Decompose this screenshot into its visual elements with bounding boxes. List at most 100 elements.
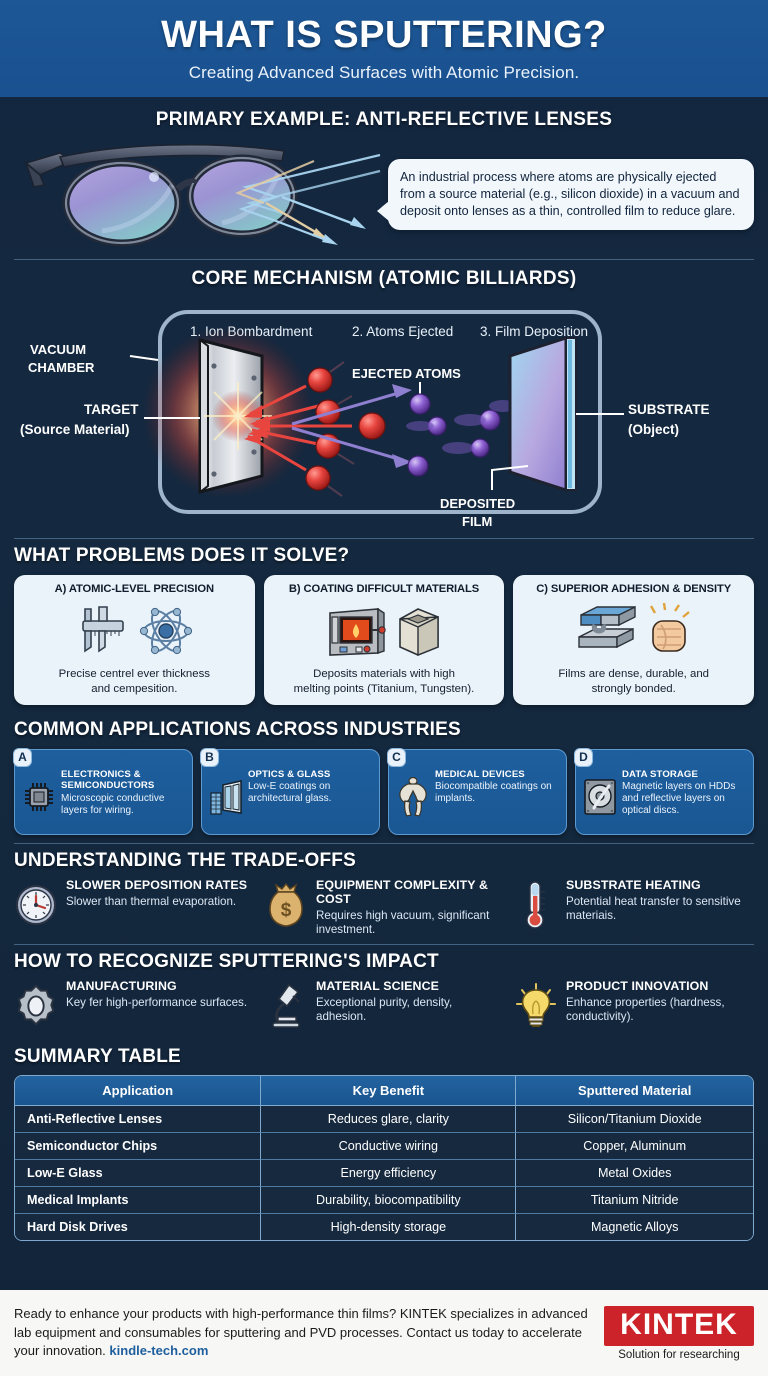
problem-card-b: B) COATING DIFFICULT MATERIALS <box>263 574 505 705</box>
tradeoff-body-3: Potential heat transfer to sensitive mat… <box>566 894 741 922</box>
table-cell-benefit: High-density storage <box>261 1214 517 1241</box>
summary-table-section: SUMMARY TABLE Application Key Benefit Sp… <box>0 1040 768 1251</box>
table-row: Anti-Reflective Lenses Reduces glare, cl… <box>15 1106 753 1134</box>
application-badge-a: A <box>13 747 32 767</box>
page-title: WHAT IS SPUTTERING? <box>161 14 607 56</box>
divider-3 <box>14 842 754 844</box>
gear-icon <box>14 980 58 1032</box>
divider-2 <box>14 537 754 539</box>
problems-title: WHAT PROBLEMS DOES IT SOLVE? <box>14 544 350 566</box>
footer-website-link[interactable]: kindle-tech.com <box>109 1343 209 1359</box>
table-header-row: Application Key Benefit Sputtered Materi… <box>15 1076 753 1107</box>
impact-item-3: PRODUCT INNOVATION Enhance properties (h… <box>514 980 754 1032</box>
divider-4 <box>14 944 754 946</box>
application-heading-b: OPTICS & GLASS <box>248 768 331 780</box>
primary-example-callout: An industrial process where atoms are ph… <box>377 159 754 231</box>
application-card-d[interactable]: D DATA STORAGE Magnetic layers on HDDs a… <box>574 747 754 835</box>
impact-item-1: MANUFACTURING Key fer high-performance s… <box>14 980 254 1032</box>
core-mechanism-section: CORE MECHANISM (ATOMIC BILLIARDS) <box>0 260 768 538</box>
label-substrate: SUBSTRATE <box>628 402 710 417</box>
furnace-icon <box>329 607 386 656</box>
table-col-key-benefit: Key Benefit <box>261 1076 517 1107</box>
impact-body-2: Exceptional purity, density, adhesion. <box>316 996 453 1024</box>
tradeoffs-section: UNDERSTANDING THE TRADE-OFFS <box>0 844 768 945</box>
svg-text:CHAMBER: CHAMBER <box>28 360 95 375</box>
label-target: TARGET <box>84 402 139 417</box>
label-ejected-atoms: EJECTED ATOMS <box>352 366 461 381</box>
applications-title: COMMON APPLICATIONS ACROSS INDUSTRIES <box>14 718 461 740</box>
footer-cta-text: Ready to enhance your products with high… <box>14 1306 588 1359</box>
application-heading-c: MEDICAL DEVICES <box>435 768 525 780</box>
table-row: Semiconductor Chips Conductive wiring Co… <box>15 1133 753 1161</box>
table-cell-benefit: Energy efficiency <box>261 1160 517 1188</box>
step-label-2: 2. Atoms Ejected <box>352 324 453 339</box>
table-cell-application: Medical Implants <box>15 1187 262 1215</box>
fist-icon <box>649 603 690 652</box>
tradeoff-body-1: Slower than thermal evaporation. <box>66 894 237 908</box>
step-label-3: 3. Film Deposition <box>480 324 588 339</box>
svg-text:FILM: FILM <box>462 514 492 529</box>
application-body-d: Magnetic layers on HDDs and reflective l… <box>622 781 736 817</box>
tradeoff-body-2: Requires high vacuum, significant invest… <box>316 908 490 936</box>
summary-table-title: SUMMARY TABLE <box>14 1046 181 1068</box>
tradeoff-heading-2: EQUIPMENT COMPLEXITY & COST <box>316 877 489 906</box>
kintek-logo-name: KINTEK <box>604 1305 754 1346</box>
application-heading-a: ELECTRONICS & SEMICONDUCTORS <box>61 768 155 792</box>
tradeoff-item-1: SLOWER DEPOSITION RATES Slower than ther… <box>14 878 254 937</box>
problem-card-a: A) ATOMIC-LEVEL PRECISION <box>14 574 255 705</box>
problem-card-a-heading: A) ATOMIC-LEVEL PRECISION <box>54 582 214 595</box>
ion-particles <box>305 361 386 497</box>
impact-section: HOW TO RECOGNIZE SPUTTERING'S IMPACT MAN… <box>0 945 768 1040</box>
core-mechanism-diagram: 1. Ion Bombardment 2. Atoms Ejected 3. F… <box>0 294 768 534</box>
tradeoff-heading-3: SUBSTRATE HEATING <box>566 877 701 892</box>
table-cell-application: Semiconductor Chips <box>15 1133 262 1161</box>
impact-heading-1: MANUFACTURING <box>66 979 177 994</box>
table-cell-material: Metal Oxides <box>516 1160 753 1188</box>
problems-section: WHAT PROBLEMS DOES IT SOLVE? A) ATOMIC-L… <box>0 539 768 713</box>
svg-text:(Object): (Object) <box>628 422 679 437</box>
table-cell-benefit: Conductive wiring <box>261 1133 517 1161</box>
table-cell-application: Hard Disk Drives <box>15 1214 262 1241</box>
summary-table: Application Key Benefit Sputtered Materi… <box>14 1075 754 1242</box>
problem-card-c-heading: C) SUPERIOR ADHESION & DENSITY <box>536 582 732 595</box>
application-heading-d: DATA STORAGE <box>622 768 698 780</box>
glass-building-icon <box>209 758 243 826</box>
application-badge-b: B <box>200 747 219 767</box>
atom-icon <box>140 608 193 655</box>
table-row: Low-E Glass Energy efficiency Metal Oxid… <box>15 1160 753 1188</box>
hard-disk-icon <box>583 758 617 826</box>
application-card-c[interactable]: C MEDICAL DEVICES Biocompatible coatings… <box>387 747 567 835</box>
eyeglasses-illustration <box>14 141 382 249</box>
bonded-layers-icon <box>577 606 636 649</box>
impact-item-2: MATERIAL SCIENCE Exceptional purity, den… <box>264 980 504 1032</box>
crucible-icon <box>399 608 439 657</box>
application-body-a: Microscopic conductive layers for wiring… <box>61 792 165 816</box>
clock-icon <box>14 879 58 931</box>
problem-card-b-body: Deposits materials with high melting poi… <box>293 668 475 695</box>
tradeoffs-title: UNDERSTANDING THE TRADE-OFFS <box>14 849 356 871</box>
impact-body-1: Key fer high-performance surfaces. <box>66 996 248 1010</box>
tradeoff-item-3: SUBSTRATE HEATING Potential heat transfe… <box>514 877 754 937</box>
problem-card-a-body: Precise centrel ever thickness and cempe… <box>58 668 210 695</box>
primary-example-section: PRIMARY EXAMPLE: ANTI-REFLECTIVE LENSES <box>0 97 768 259</box>
kintek-logo-tagline: Solution for researching <box>618 1348 740 1361</box>
table-cell-benefit: Reduces glare, clarity <box>261 1106 517 1134</box>
table-row: Hard Disk Drives High-density storage Ma… <box>15 1214 753 1241</box>
label-deposited-film: DEPOSITED <box>440 496 515 511</box>
impact-heading-2: MATERIAL SCIENCE <box>316 979 439 994</box>
microscope-icon <box>264 980 308 1032</box>
table-cell-application: Low-E Glass <box>15 1160 262 1188</box>
table-cell-material: Copper, Aluminum <box>516 1133 753 1161</box>
thermometer-icon <box>514 879 558 931</box>
table-cell-application: Anti-Reflective Lenses <box>15 1106 262 1134</box>
application-card-a[interactable]: A ELECTRONICS & SEMICONDUCTOR <box>13 747 193 835</box>
lightbulb-icon <box>514 980 558 1032</box>
table-row: Medical Implants Durability, biocompatib… <box>15 1187 753 1215</box>
footer: Ready to enhance your products with high… <box>0 1290 768 1376</box>
svg-text:(Source Material): (Source Material) <box>20 422 130 437</box>
impact-title: HOW TO RECOGNIZE SPUTTERING'S IMPACT <box>14 951 439 973</box>
application-body-b: Low-E coatings on architectural glass. <box>248 781 332 805</box>
table-col-sputtered-material: Sputtered Material <box>516 1076 753 1107</box>
application-card-b[interactable]: B OPTICS & GLASS Low-E coatings on archi… <box>200 747 380 835</box>
